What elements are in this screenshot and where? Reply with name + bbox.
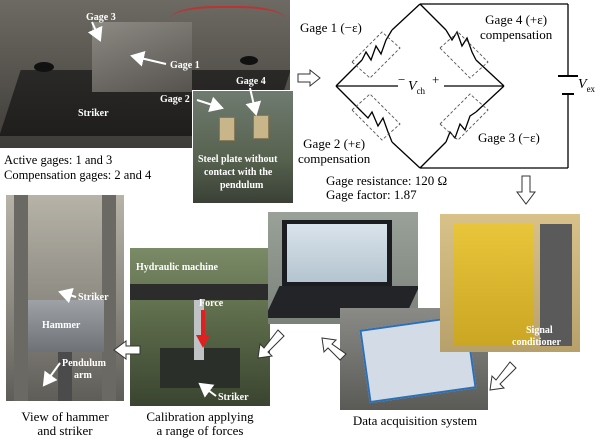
load-column [194,300,204,360]
vch-label: Vch [408,79,425,96]
bridge-wire [419,141,447,169]
daq-caption: Data acquisition system [352,413,478,428]
bridge-gage3-label: Gage 3 (−ε) [478,130,540,145]
hammer-block [28,300,104,352]
wires [170,6,285,38]
active-gages-note: Active gages: 1 and 3 [4,153,113,167]
bridge-wire [335,59,363,87]
vex-v: V [578,77,587,92]
bridge-wire [475,85,505,113]
steel-plate-inset-photo [192,90,294,204]
steel-plate-label-2: contact with the [204,167,273,178]
conditioner-enclosure [454,224,534,346]
bolt-hole [34,62,54,72]
resistor-gage2 [361,110,393,143]
pendulum-arrow [42,362,61,387]
bridge-gage1-label: Gage 1 (−ε) [300,20,362,35]
bridge-wire [391,3,421,31]
hammer-striker-label: Striker [78,292,109,303]
flow-arrow-left-calib [257,329,285,359]
bridge-gage2-label: Gage 2 (+ε) compensation [298,136,370,166]
bridge-gage4-line1: Gage 4 (+ε) [485,12,548,27]
gage1-arrow [130,50,167,67]
calibration-caption: Calibration applying a range of forces [128,410,272,438]
frame-left [14,195,28,401]
hammer-caption: View of hammer and striker [0,410,130,438]
calibration-striker-label: Striker [218,392,249,403]
gage2-box [351,93,401,141]
signal-label-1: Signal [526,325,553,336]
bridge-gage2-line2: compensation [298,151,371,166]
vch-v: V [408,79,417,94]
bridge-wire [419,3,447,31]
laptop-photo [268,212,418,324]
hammer-striker-arrow [58,287,77,304]
resistor-gage1 [361,29,393,62]
steel-plate-label-1: Steel plate without [198,154,278,165]
calibration-striker-arrow [198,382,217,398]
hammer-caption-line1: View of hammer [21,409,109,424]
gage3-box [439,93,489,141]
hydraulic-machine-label: Hydraulic machine [136,262,218,273]
gage1-label: Gage 1 [170,60,200,71]
flow-arrow-down [516,175,536,205]
flow-arrow-right [297,68,321,88]
gage4-label: Gage 4 [236,76,266,87]
striker-label: Striker [78,108,109,119]
conditioner-panel [540,224,572,346]
bridge-gage2-line1: Gage 2 (+ε) [303,136,366,151]
bridge-gage4-label: Gage 4 (+ε) compensation [480,12,552,42]
gage-dashed-boxes [351,31,489,141]
calibration-caption-line2: a range of forces [156,423,244,438]
steel-plate-label-3: pendulum [220,180,264,191]
calibration-photo [130,248,270,406]
compensation-gages-note: Compensation gages: 2 and 4 [4,168,152,182]
calibration-caption-line1: Calibration applying [146,409,254,424]
bridge-wire [391,141,421,169]
bridge-wire [475,59,505,87]
vch-sub: ch [416,85,426,96]
gage3-label: Gage 3 [86,12,116,23]
pendulum-rod [58,352,72,401]
vex-label: Vex [578,77,595,94]
bolt-hole [240,56,258,65]
vex-sub: ex [586,83,596,94]
pendulum-label-2: arm [74,370,92,381]
gage-patch [219,117,235,141]
gage-resistance: Gage resistance: 120 Ω [326,173,448,188]
force-label: Force [199,298,224,309]
flow-arrows [113,68,536,391]
vch-plus: + [432,72,440,87]
laptop-display [287,224,387,282]
signal-conditioner-photo [440,214,580,352]
flow-arrow-up-left [321,337,347,361]
hammer-label: Hammer [42,320,81,331]
wheatstone-bridge [335,3,578,169]
force-arrow [196,310,210,348]
gage1-box [351,31,401,79]
frame-right [102,195,116,401]
resistor-gage4 [445,29,477,61]
bridge-gage4-line2: compensation [480,27,553,42]
gage2-arrow [196,96,224,112]
flow-arrow-left [113,340,141,360]
photo-pointer-arrows [42,21,262,398]
resistor-gage3 [445,111,477,143]
pendulum-label-1: Pendulum [62,358,106,369]
gage4-arrow [245,87,262,116]
machine-arm [130,284,270,300]
vch-minus: − [398,72,406,87]
gage2-label: Gage 2 [160,94,190,105]
hammer-caption-line2: and striker [37,423,93,438]
gage3-arrow [87,21,103,42]
gage4-box [439,31,489,79]
gage-factor: Gage factor: 1.87 [326,187,417,202]
flow-arrow-down-left [489,361,517,391]
signal-label-2: conditioner [512,337,561,348]
bridge-wire [335,85,363,113]
